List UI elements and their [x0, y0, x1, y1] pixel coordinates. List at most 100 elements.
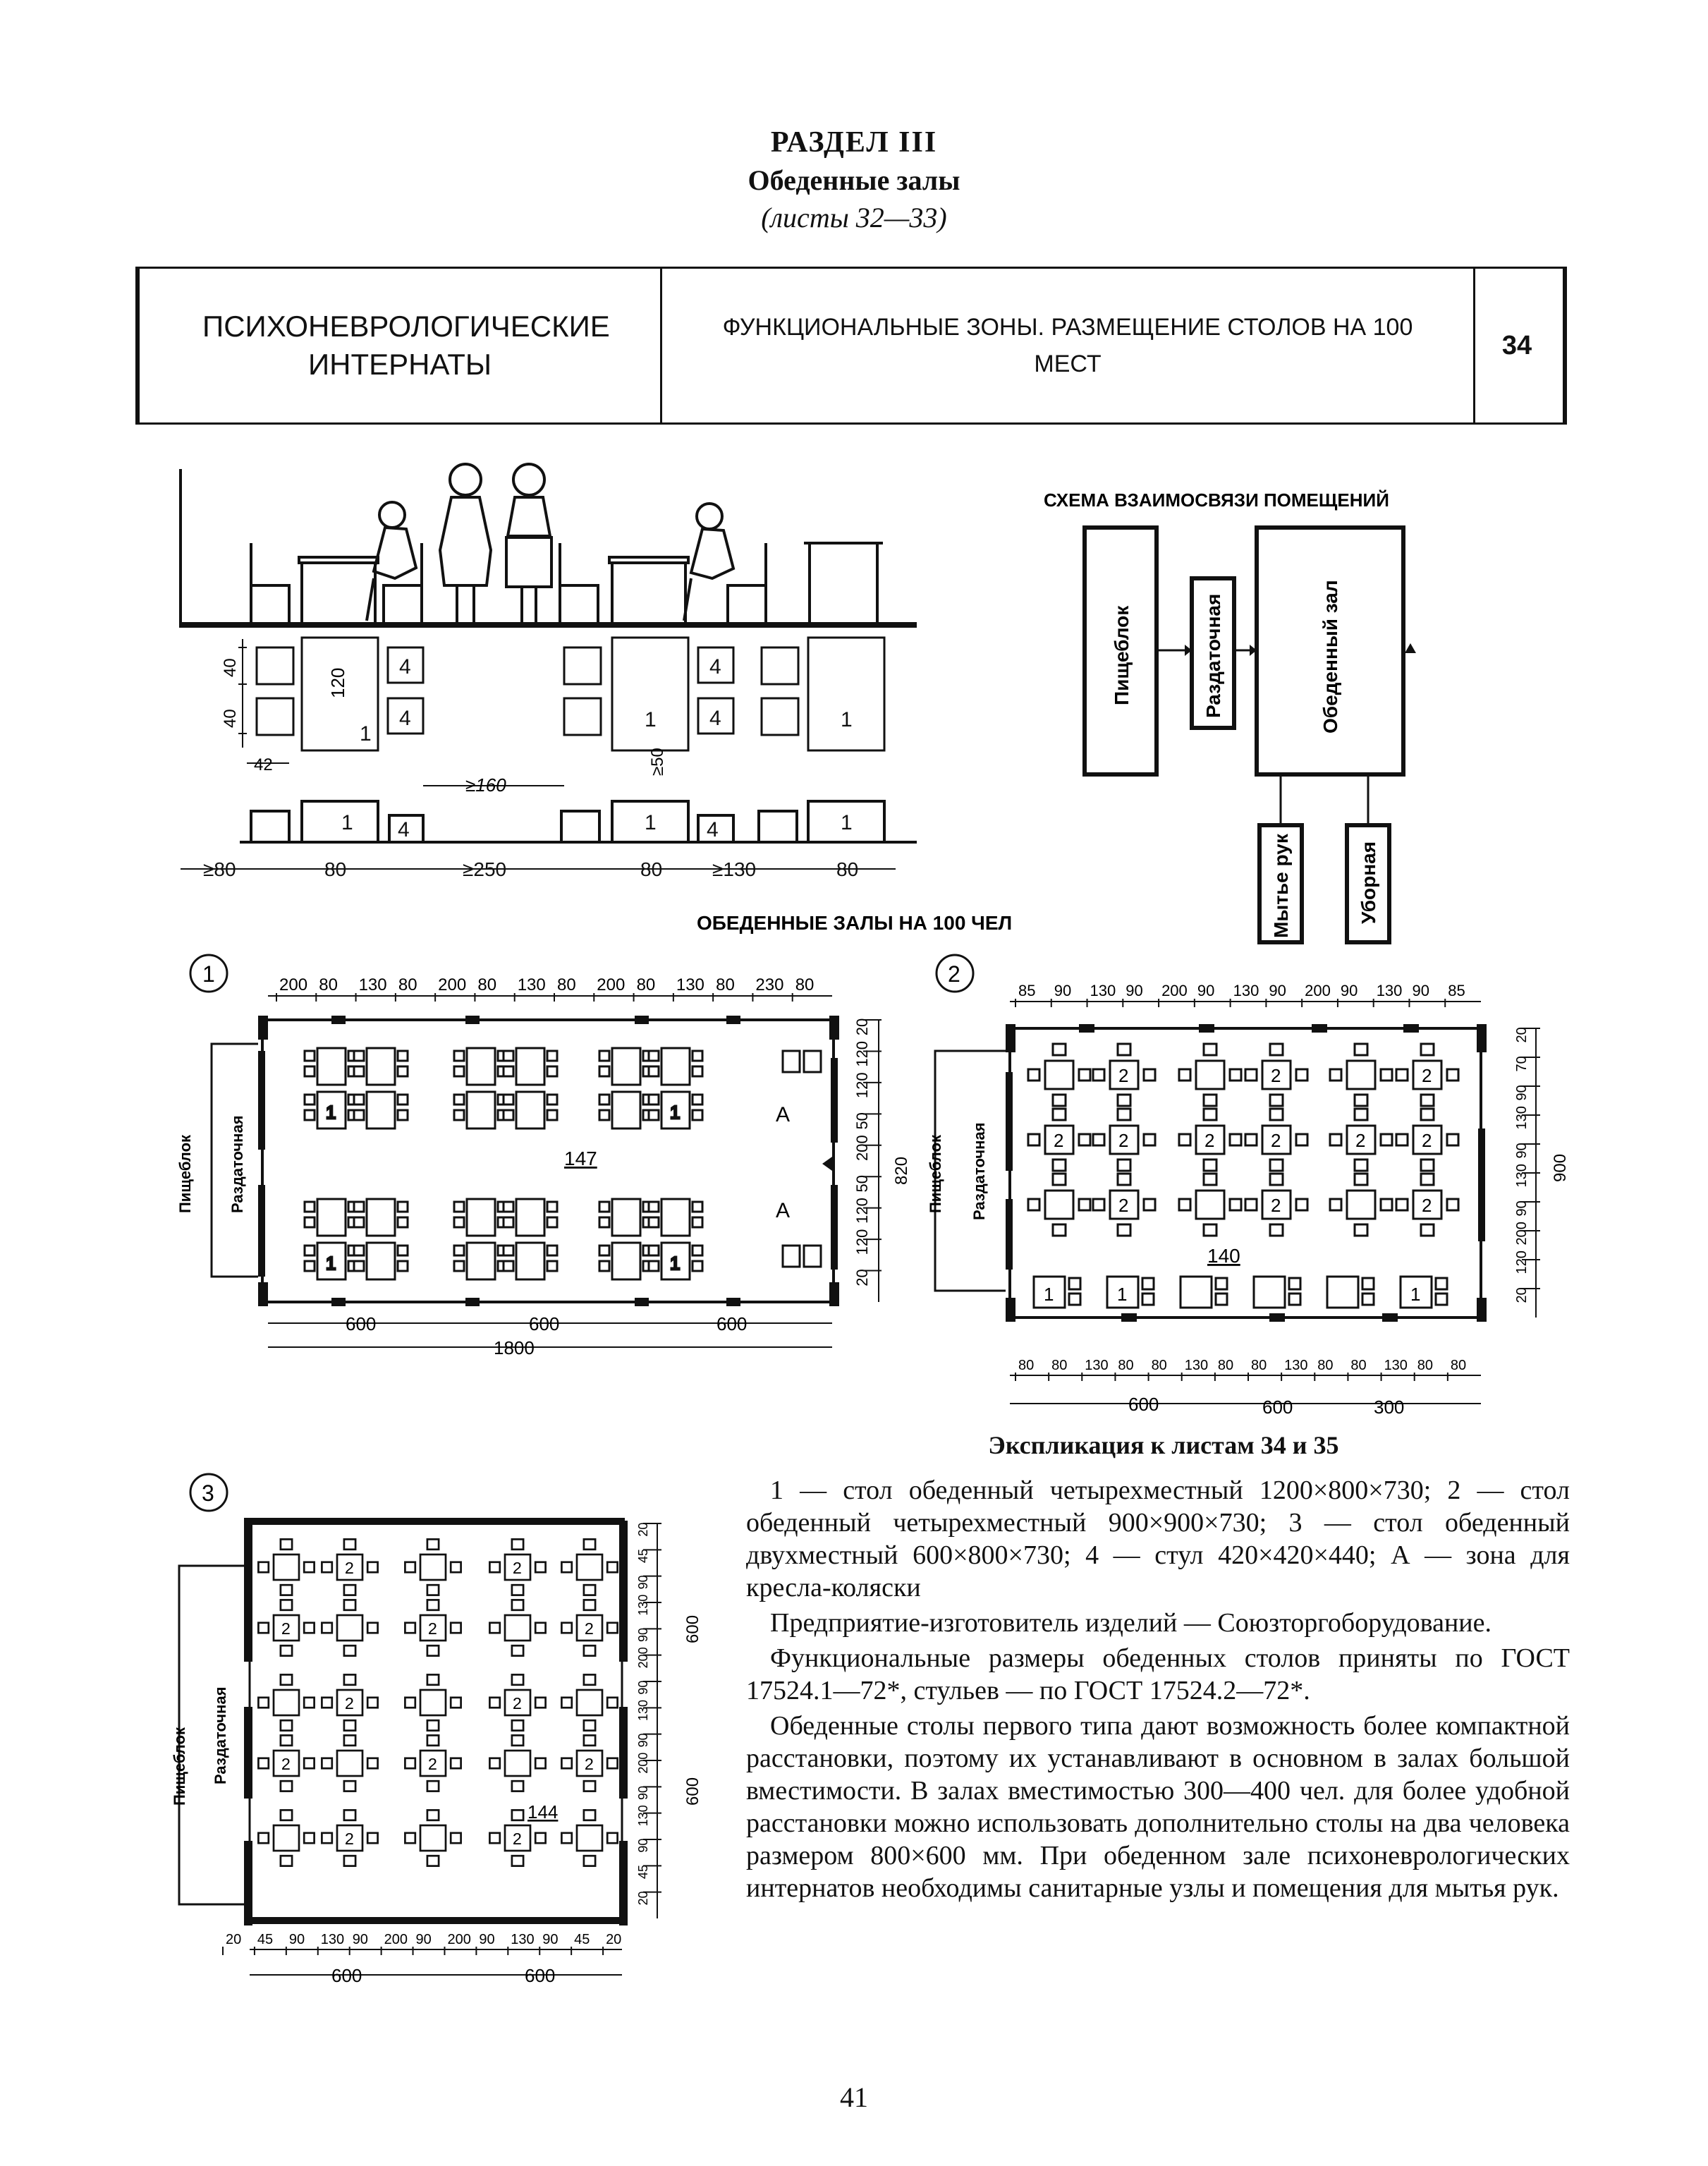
dim-40: 40	[221, 658, 240, 677]
hall-1-serving-label: Раздаточная	[228, 1115, 246, 1213]
hall-3-kitchen-label: Пищеблок	[171, 1727, 188, 1806]
table-type-2-shape	[257, 1538, 315, 1596]
chair	[647, 1093, 660, 1106]
dimension-value: 200	[438, 975, 466, 994]
table-type-2: 2	[321, 1809, 379, 1867]
chair	[502, 1109, 515, 1121]
table-number: 2	[513, 1559, 522, 1577]
section-subtitle: Обеденные залы	[748, 164, 960, 196]
dimension-value: 130	[636, 1595, 650, 1616]
dim-bottom: 80	[324, 858, 346, 880]
table-type-1	[465, 1090, 496, 1130]
chair	[453, 1200, 465, 1213]
table-type-2-shape	[257, 1809, 315, 1867]
dimension-value: 90	[1126, 982, 1142, 999]
dimension-value: 90	[1054, 982, 1071, 999]
dimension-value: 80	[795, 975, 815, 994]
chair	[353, 1244, 365, 1257]
dimension-value: 200	[1305, 982, 1331, 999]
hall-3-number: 3	[202, 1480, 214, 1506]
dimension-value: 90	[1341, 982, 1358, 999]
chair	[396, 1065, 409, 1078]
table-type-2: 2	[257, 1734, 315, 1792]
chair	[303, 1200, 316, 1213]
table-type-2-shape	[1329, 1172, 1393, 1237]
hall-2-serving-label: Раздаточная	[970, 1122, 988, 1220]
explication-p3: Функциональные размеры обеденных столов …	[746, 1643, 1570, 1705]
table-type-2-shape	[1027, 1172, 1092, 1237]
hall-3-serving-label: Раздаточная	[212, 1686, 229, 1784]
hall-3-area: 144	[527, 1801, 558, 1823]
hall-2-kitchen-label: Пищеблок	[927, 1134, 944, 1213]
dimension-value: 200	[636, 1647, 650, 1668]
chair	[546, 1216, 559, 1229]
header-institution-text: ПСИХОНЕВРОЛОГИЧЕСКИЕ ИНТЕРНАТЫ	[202, 310, 610, 381]
hall-2-bottom-total: 600	[1262, 1397, 1293, 1418]
table-type-1	[365, 1198, 396, 1237]
dimension-value: 80	[1417, 1358, 1433, 1373]
table-number: 1	[1044, 1284, 1054, 1305]
chair	[546, 1093, 559, 1106]
table-number: 2	[585, 1619, 594, 1638]
dimension-value: 80	[1350, 1358, 1366, 1373]
chair	[546, 1065, 559, 1078]
table-type-2: 2	[1244, 1172, 1309, 1237]
dimension-value: 90	[1514, 1200, 1530, 1216]
chair	[1141, 1277, 1155, 1291]
chair	[303, 1260, 316, 1272]
chair	[396, 1260, 409, 1272]
svg-text:4: 4	[399, 707, 411, 730]
chair	[453, 1244, 465, 1257]
table-type-1	[1032, 1275, 1066, 1309]
table-type-1	[1326, 1275, 1360, 1309]
table-type-2: 2	[1092, 1107, 1157, 1172]
hall-1-number: 1	[202, 961, 215, 987]
table-type-2	[404, 1674, 462, 1732]
table-type-2	[561, 1809, 618, 1867]
dimension-value: 130	[676, 975, 704, 994]
table-number: 2	[1118, 1065, 1128, 1086]
dimension-value: 20	[226, 1932, 241, 1947]
chair	[546, 1049, 559, 1062]
table-type-2-shape	[561, 1538, 618, 1596]
table-number: 2	[1355, 1130, 1365, 1151]
room-scheme: СХЕМА ВЗАИМОСВЯЗИ ПОМЕЩЕНИЙ Пищеблок Раз…	[1044, 489, 1416, 944]
table-number: 2	[345, 1830, 354, 1848]
dimension-value: 80	[1152, 1358, 1167, 1373]
chair	[546, 1200, 559, 1213]
table-type-2	[489, 1734, 547, 1792]
dimension-value: 90	[479, 1932, 494, 1947]
chair	[647, 1200, 660, 1213]
table-number: 2	[1118, 1195, 1128, 1216]
table-type-2: 2	[1092, 1172, 1157, 1237]
dimension-value: 20	[636, 1523, 650, 1537]
table-type-1	[611, 1241, 642, 1281]
table-type-2	[257, 1809, 315, 1867]
dimension-value: 20	[1514, 1027, 1530, 1042]
dimension-value: 45	[636, 1865, 650, 1879]
table-type-1	[515, 1198, 546, 1237]
dimension-value: 200	[279, 975, 307, 994]
table-type-1	[1179, 1275, 1213, 1309]
chair	[353, 1065, 365, 1078]
dimension-value: 80	[1451, 1358, 1466, 1373]
table-type-2: 2	[321, 1674, 379, 1732]
explication-p4: Обеденные столы первого типа дают возмож…	[746, 1711, 1570, 1903]
chair	[353, 1093, 365, 1106]
table-type-2-shape	[404, 1538, 462, 1596]
dim-bottom: 80	[836, 858, 858, 880]
table-type-3	[803, 1049, 822, 1073]
table-number: 1	[326, 1253, 336, 1274]
table-type-1	[660, 1198, 691, 1237]
chair	[1141, 1292, 1155, 1306]
dimension-value: 90	[1514, 1143, 1530, 1158]
chair	[396, 1049, 409, 1062]
table-type-2	[1027, 1042, 1092, 1107]
chair	[647, 1109, 660, 1121]
table-type-1	[316, 1241, 347, 1281]
dim-50: ≥50	[648, 748, 667, 776]
explication-p2: Предприятие-изготовитель изделий — Союзт…	[770, 1608, 1492, 1638]
table-type-2: 2	[1395, 1107, 1460, 1172]
table-type-1	[365, 1090, 396, 1130]
